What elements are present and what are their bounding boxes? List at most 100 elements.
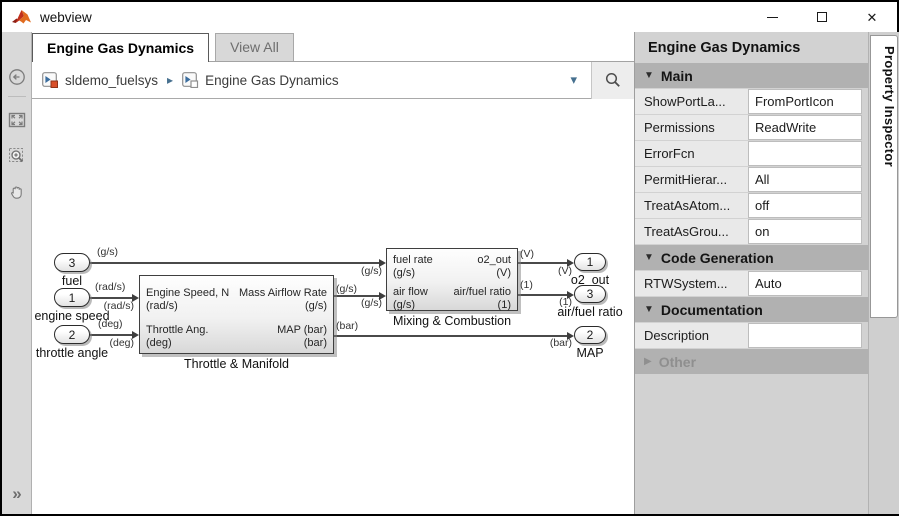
section-header-other[interactable]: ▶ Other [635, 349, 868, 374]
double-chevron-icon: » [12, 484, 22, 503]
arrowhead [379, 292, 386, 300]
signal-label: (V) [520, 248, 534, 260]
signal-line-o2 [518, 262, 568, 264]
signal-label: (rad/s) [95, 281, 126, 293]
property-name: ErrorFcn [635, 141, 748, 166]
block-throttle-manifold[interactable]: Engine Speed, N (rad/s) Throttle Ang. (d… [139, 275, 334, 354]
inport-throttle-angle[interactable]: 2 [54, 325, 90, 344]
maximize-button[interactable] [797, 2, 847, 32]
fit-to-view-button[interactable] [6, 109, 28, 131]
signal-label: (bar) [549, 337, 572, 349]
property-value-field[interactable]: All [748, 167, 862, 192]
inport-throttle-angle-label: throttle angle [35, 346, 109, 360]
search-button[interactable] [592, 61, 634, 99]
close-icon: ✕ [866, 9, 878, 25]
inport-fuel[interactable]: 3 [54, 253, 90, 272]
block-port-label: Mass Airflow Rate [238, 287, 327, 299]
signal-label: (bar) [336, 320, 359, 332]
block-port-unit: (g/s) [393, 267, 415, 279]
signal-label: (g/s) [361, 297, 382, 309]
inport-engine-speed-label: engine speed [34, 309, 110, 323]
breadcrumb-item-model[interactable]: sldemo_fuelsys [65, 72, 159, 88]
minimize-icon [766, 16, 778, 18]
property-row: ShowPortLa... FromPortIcon [635, 89, 868, 114]
property-inspector-panel: Engine Gas Dynamics ▼ Main ShowPortLa...… [634, 32, 868, 514]
section-header-main[interactable]: ▼ Main [635, 63, 868, 88]
signal-line-engine-speed [90, 297, 133, 299]
property-row: PermitHierar... All [635, 167, 868, 192]
subsystem-icon [42, 72, 58, 88]
block-mixing-combustion[interactable]: fuel rate (g/s) air flow (g/s) o2_out (V… [386, 248, 518, 311]
close-button[interactable]: ✕ [847, 2, 897, 32]
back-button[interactable] [6, 66, 28, 88]
property-name: ShowPortLa... [635, 89, 748, 114]
section-header-documentation[interactable]: ▼ Documentation [635, 297, 868, 322]
signal-label: (g/s) [361, 265, 382, 277]
property-value-field[interactable]: ReadWrite [748, 115, 862, 140]
outport-o2-out[interactable]: 1 [574, 253, 606, 271]
inport-fuel-label: fuel [61, 274, 83, 288]
property-name: PermitHierar... [635, 167, 748, 192]
signal-label: (g/s) [97, 246, 118, 258]
title-bar: webview ✕ [2, 2, 897, 32]
breadcrumb: sldemo_fuelsys ▸ Engine Gas Dynamics ▾ [32, 61, 634, 99]
signal-label: (deg) [98, 318, 123, 330]
section-collapsed-icon: ▶ [644, 356, 652, 367]
subsystem-icon [182, 72, 199, 88]
matlab-logo-icon [12, 9, 31, 23]
property-value-field[interactable]: FromPortIcon [748, 89, 862, 114]
tab-engine-gas-dynamics[interactable]: Engine Gas Dynamics [32, 33, 210, 62]
section-label: Code Generation [660, 249, 774, 266]
back-arrow-icon [8, 69, 25, 85]
toolbar-divider [7, 96, 26, 97]
breadcrumb-item-subsystem[interactable]: Engine Gas Dynamics [205, 72, 339, 88]
property-value-field[interactable]: off [748, 193, 862, 218]
block-port-label: air/fuel ratio [453, 286, 511, 298]
outport-airfuel-ratio-label: air/fuel ratio [557, 305, 623, 319]
left-toolbar: » [2, 32, 32, 514]
property-inspector-tab[interactable]: Property Inspector [870, 35, 898, 318]
hand-icon [10, 186, 22, 199]
expand-panel-button[interactable]: » [2, 484, 31, 504]
pan-button[interactable] [6, 181, 28, 203]
zoom-in-button[interactable] [6, 145, 28, 167]
signal-label: (V) [558, 265, 572, 277]
inspector-title: Engine Gas Dynamics [648, 40, 801, 56]
property-row: Permissions ReadWrite [635, 115, 868, 140]
signal-line-airflow [334, 295, 380, 297]
property-name: Description [635, 323, 748, 348]
section-expanded-icon: ▼ [644, 70, 654, 81]
outport-map[interactable]: 2 [574, 326, 606, 344]
breadcrumb-divider [591, 61, 592, 99]
outport-airfuel-ratio[interactable]: 3 [574, 285, 606, 303]
arrowhead [132, 331, 139, 339]
property-value-field[interactable] [748, 323, 862, 348]
section-expanded-icon: ▼ [644, 252, 654, 263]
zoom-in-icon [8, 148, 23, 163]
block-port-unit: (1) [497, 299, 511, 311]
minimize-button[interactable] [747, 2, 797, 32]
property-name: TreatAsAtom... [635, 193, 748, 218]
block-port-unit: (rad/s) [146, 300, 178, 312]
block-port-unit: (V) [496, 267, 511, 279]
block-port-unit: (bar) [303, 337, 327, 349]
property-row: RTWSystem... Auto [635, 271, 868, 296]
signal-label: (deg) [109, 337, 134, 349]
tab-view-all[interactable]: View All [215, 33, 294, 61]
block-port-label: MAP (bar) [277, 324, 327, 336]
section-label: Other [658, 353, 697, 370]
block-port-label: Engine Speed, N [146, 287, 230, 299]
signal-line-fuel [90, 262, 380, 264]
property-value-field[interactable]: Auto [748, 271, 862, 296]
property-value-field[interactable] [748, 141, 862, 166]
breadcrumb-dropdown-button[interactable]: ▾ [570, 72, 577, 87]
model-canvas[interactable]: 3 fuel 1 engine speed 2 throttle angle E… [32, 99, 634, 514]
block-name-throttle-manifold: Throttle & Manifold [184, 357, 289, 371]
section-header-code-generation[interactable]: ▼ Code Generation [635, 245, 868, 270]
inport-engine-speed[interactable]: 1 [54, 288, 90, 307]
property-value-field[interactable]: on [748, 219, 862, 244]
arrowhead [567, 291, 574, 299]
section-label: Main [660, 67, 693, 84]
section-label: Documentation [660, 301, 763, 318]
